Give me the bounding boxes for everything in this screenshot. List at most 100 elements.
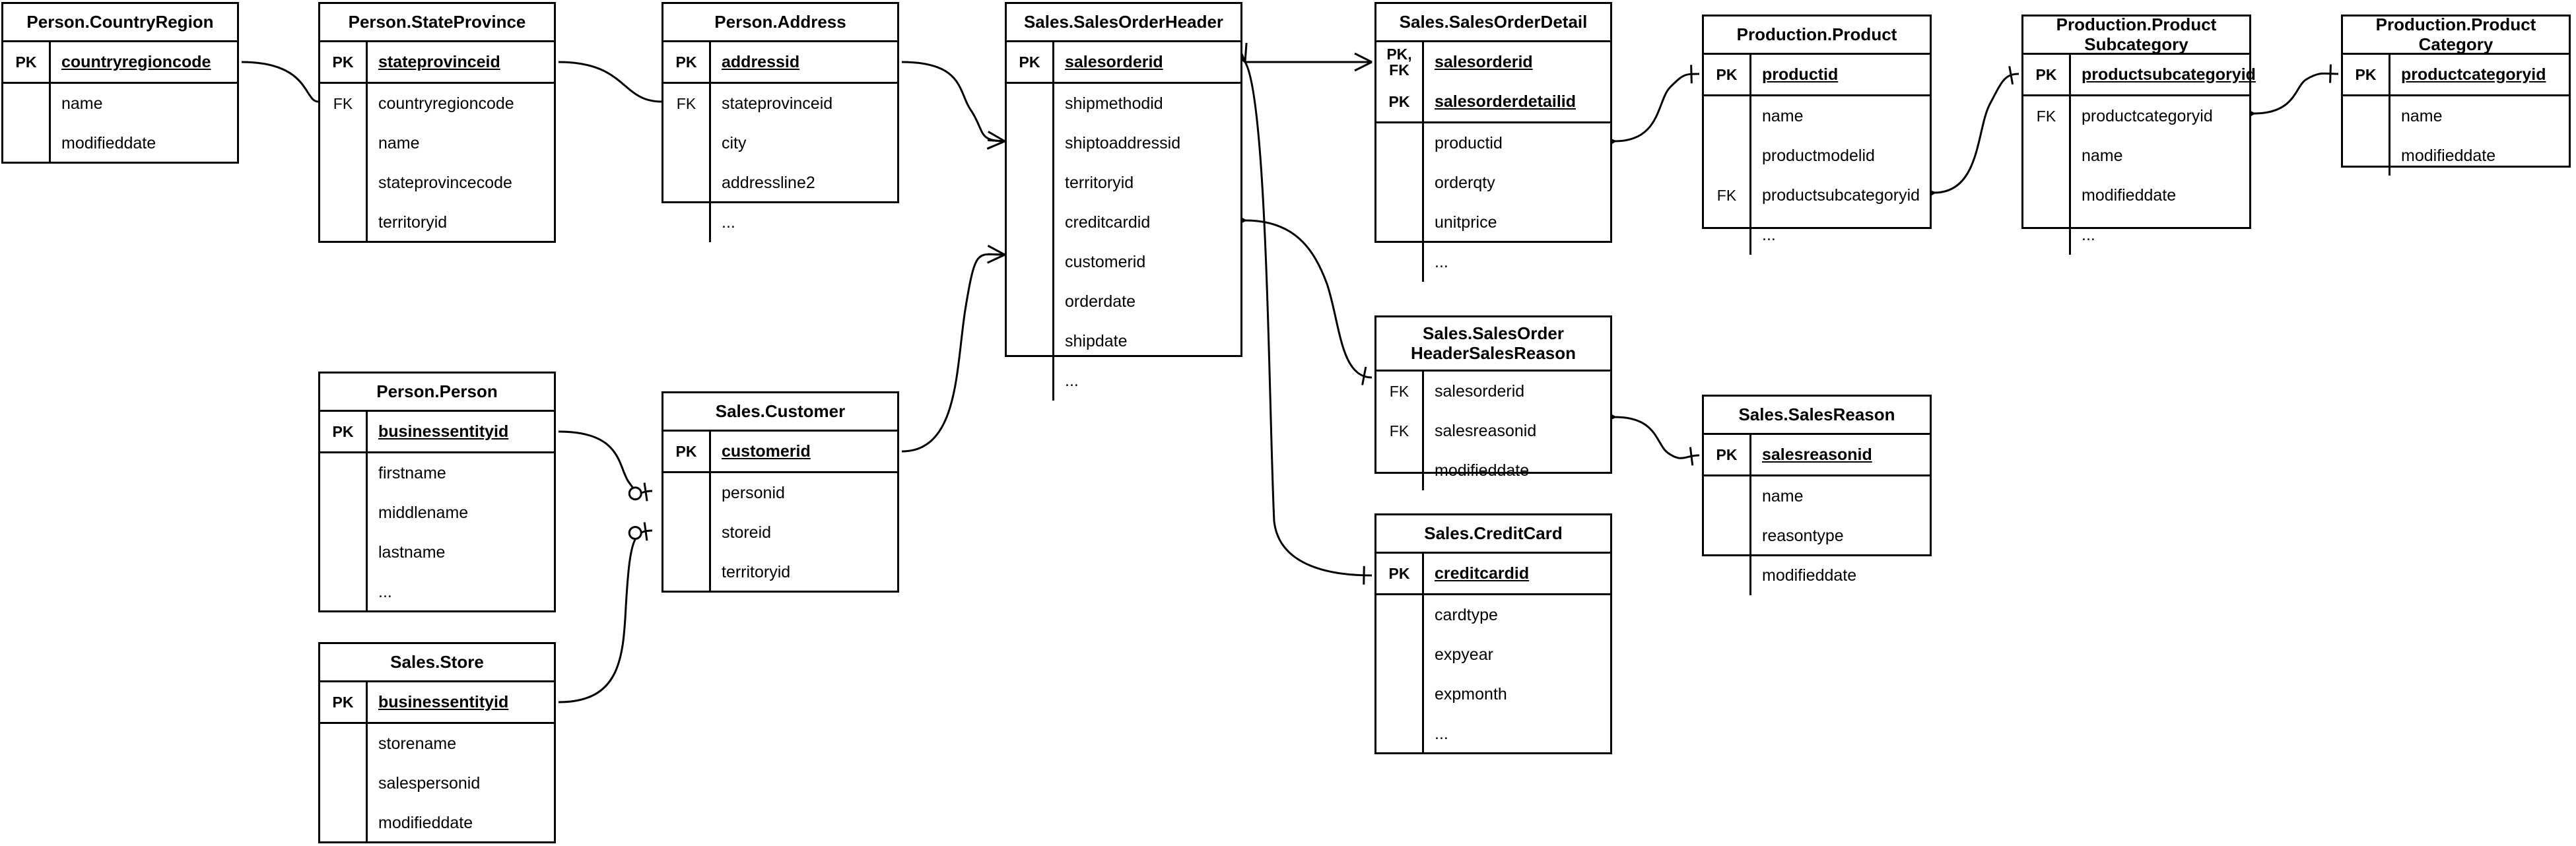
attribute-label: productid [1762, 65, 1839, 84]
attribute-row: shipdate [1007, 321, 1240, 361]
relationship-rel-soh-salesreason-salesreason [1614, 416, 1700, 459]
attribute-label: modifieddate [1435, 461, 1530, 480]
attribute-row: cardtype [1376, 595, 1610, 635]
attribute-label: businessentityid [378, 422, 509, 441]
rel-product-productsubcategory-target-cardinality [2008, 66, 2014, 85]
attribute-label: salesorderid [1065, 52, 1163, 71]
attribute-row: territoryid [1007, 163, 1240, 203]
attribute-name: shipmethodid [1054, 84, 1240, 123]
attribute-label: creditcardid [1435, 564, 1530, 583]
key-marker [1704, 516, 1751, 556]
key-marker [663, 513, 711, 552]
attribute-name: modifieddate [1424, 451, 1610, 490]
attribute-label: name [2082, 146, 2123, 165]
attribute-name: territoryid [1054, 163, 1240, 203]
attribute-row: lastname [320, 533, 554, 572]
attribute-label: productid [1435, 133, 1503, 152]
relationship-rel-productsubcategory-productcategory [2253, 72, 2339, 115]
attribute-row: storename [320, 724, 554, 764]
attribute-label: ... [378, 582, 392, 601]
attribute-label: expmonth [1435, 684, 1507, 703]
key-marker: FK [1376, 372, 1424, 411]
key-marker: PK [3, 42, 51, 82]
attribute-label: productsubcategoryid [1762, 185, 1920, 205]
attribute-name: storename [368, 724, 554, 764]
key-marker: PK [320, 42, 368, 82]
key-marker [1376, 242, 1424, 282]
attribute-name: expmonth [1424, 674, 1610, 714]
attribute-label: orderqty [1435, 173, 1495, 192]
key-marker: PK, FK [1376, 42, 1424, 82]
rel-salesorderdetail-product-target-cardinality [1690, 65, 1693, 84]
attribute-row: ... [1007, 361, 1240, 401]
key-marker [663, 473, 711, 513]
attribute-name: productcategoryid [2390, 55, 2569, 94]
attribute-row: shipmethodid [1007, 84, 1240, 123]
entity-title: Production.Product [1704, 16, 1930, 55]
key-marker [2343, 136, 2390, 176]
key-marker [663, 123, 711, 163]
attribute-name: productcategoryid [2071, 96, 2249, 136]
key-marker [320, 572, 368, 612]
attribute-name: territoryid [368, 203, 554, 242]
attribute-name: creditcardid [1054, 203, 1240, 242]
attribute-label: city [722, 133, 747, 152]
attribute-name: name [1751, 476, 1930, 516]
attribute-name: addressid [711, 42, 897, 82]
key-marker: PK [2343, 55, 2390, 94]
attribute-row: modifieddate [2023, 176, 2249, 215]
attribute-name: salesorderid [1424, 42, 1610, 82]
attribute-label: unitprice [1435, 212, 1497, 232]
attribute-row: orderdate [1007, 282, 1240, 321]
attribute-row: modifieddate [3, 123, 237, 163]
key-marker [1704, 556, 1751, 595]
key-marker [320, 533, 368, 572]
rel-salesorderheader-soh-salesreason-target-cardinality [1361, 366, 1367, 385]
attribute-label: ... [2082, 225, 2095, 244]
attribute-label: modifieddate [2082, 185, 2177, 205]
attribute-row: ... [1376, 714, 1610, 754]
key-marker [320, 724, 368, 764]
attribute-label: customerid [722, 441, 811, 461]
attribute-row: unitprice [1376, 203, 1610, 242]
attribute-row: ... [320, 572, 554, 612]
attribute-label: salesorderid [1435, 381, 1525, 401]
attribute-name: stateprovinceid [711, 84, 897, 123]
attribute-label: orderdate [1065, 292, 1136, 311]
key-marker [1376, 635, 1424, 674]
entity-title: Sales.SalesOrderDetail [1376, 4, 1610, 42]
attribute-row: name [2343, 96, 2569, 136]
attribute-name: storeid [711, 513, 897, 552]
key-marker [1376, 595, 1424, 635]
attribute-label: salesreasonid [1762, 445, 1872, 464]
attribute-name: salesreasonid [1751, 435, 1930, 474]
attribute-row: reasontype [1704, 516, 1930, 556]
attribute-name: productmodelid [1751, 136, 1930, 176]
attribute-name: productsubcategoryid [1751, 176, 1930, 215]
